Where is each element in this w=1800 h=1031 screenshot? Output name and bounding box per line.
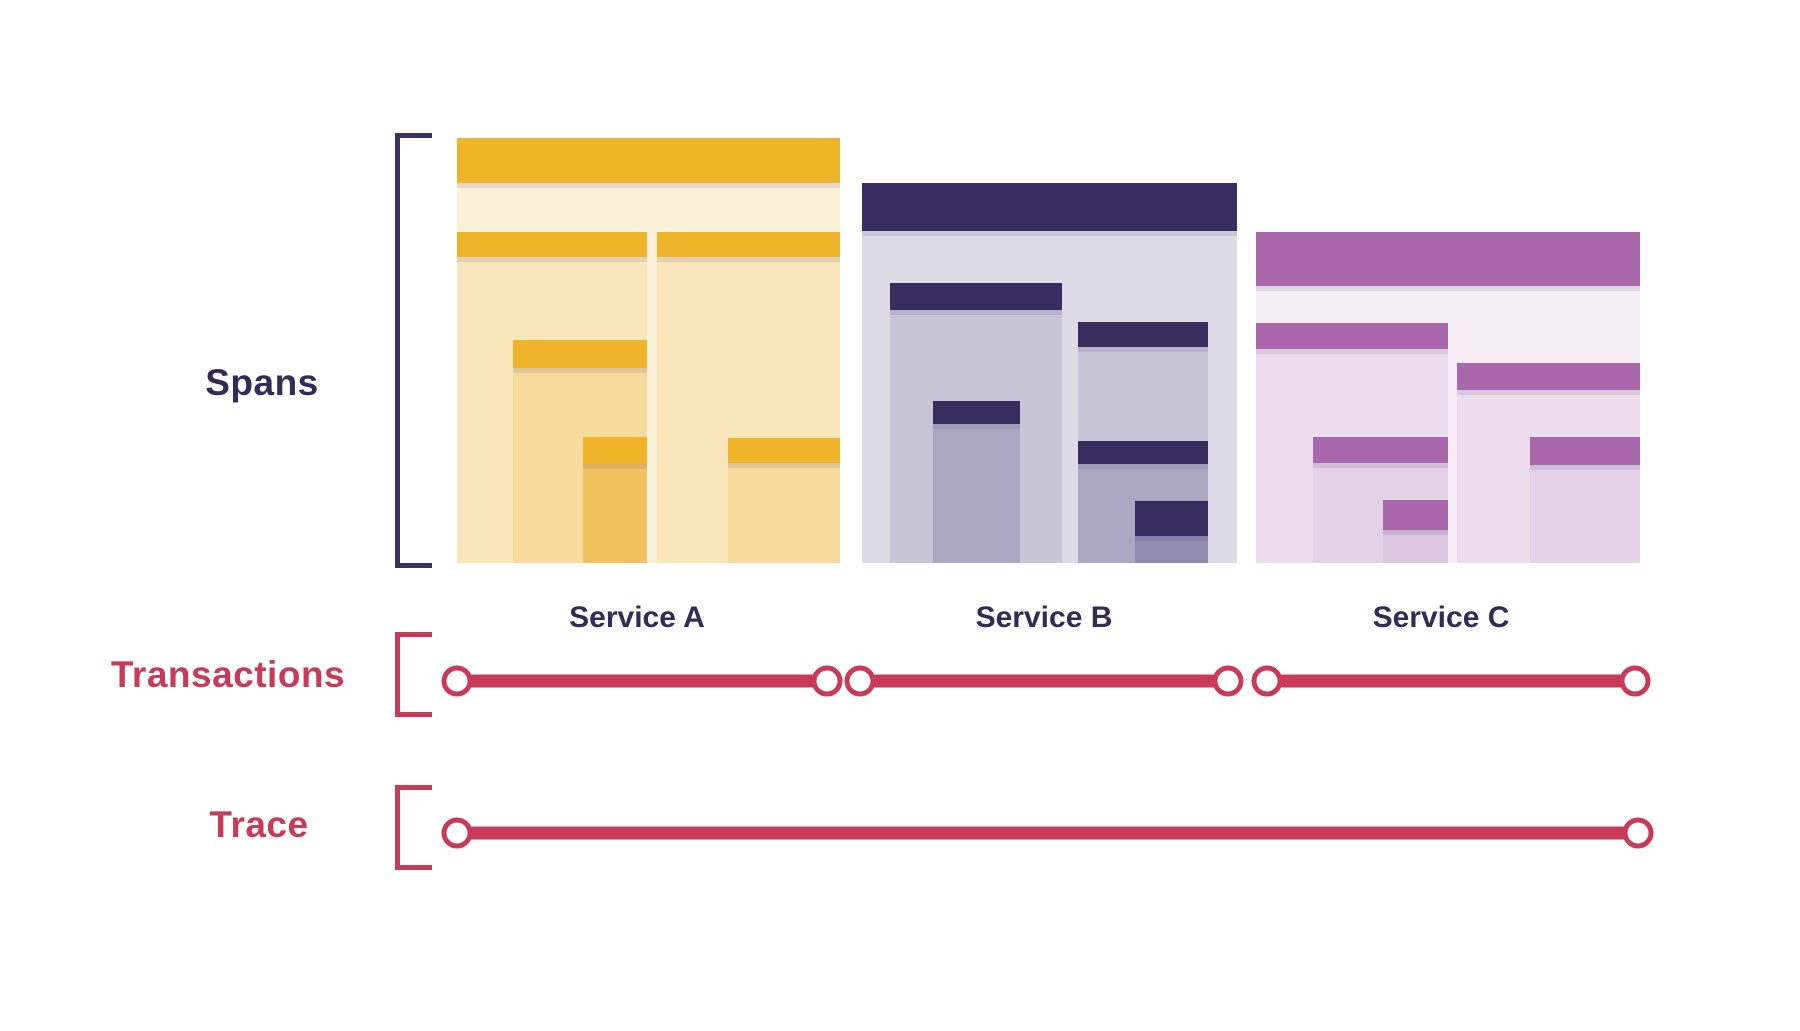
- span-header-depth1: [1256, 323, 1448, 349]
- span-body-depth2: [933, 424, 1020, 563]
- service-b-label: Service B: [975, 601, 1113, 634]
- span-header-depth3: [583, 437, 647, 464]
- transaction-1-end-endpoint: [811, 665, 843, 697]
- service-a-label: Service A: [569, 601, 705, 634]
- span-body-depth3: [1383, 530, 1448, 563]
- span-header-depth2: [933, 401, 1020, 424]
- transactions-label: Transactions: [110, 654, 346, 695]
- service-c-label: Service C: [1372, 601, 1510, 634]
- span-header-depth2: [728, 438, 840, 463]
- transaction-1-start-endpoint: [441, 665, 473, 697]
- trace-end-endpoint: [1622, 817, 1654, 849]
- transaction-3-start-endpoint: [1251, 665, 1283, 697]
- trace-bracket: [395, 785, 432, 870]
- transaction-2-end-endpoint: [1212, 665, 1244, 697]
- trace-start-endpoint: [441, 817, 473, 849]
- trace-line: [457, 826, 1638, 840]
- span-header-depth1: [1078, 322, 1208, 347]
- transaction-3-end-endpoint: [1619, 665, 1651, 697]
- transaction-1-line: [457, 674, 827, 688]
- span-header-depth2: [1530, 437, 1640, 465]
- span-header-depth3: [1135, 501, 1208, 536]
- span-body-depth2: [1530, 465, 1640, 563]
- spans-bracket: [395, 133, 432, 568]
- span-header-depth0: [457, 138, 840, 183]
- transactions-bracket: [395, 632, 432, 717]
- span-header-depth0: [1256, 232, 1640, 286]
- span-header-depth1: [1457, 363, 1640, 390]
- span-header-depth0: [862, 183, 1237, 231]
- trace-label: Trace: [209, 804, 309, 845]
- span-header-depth1: [890, 283, 1062, 310]
- spans-label: Spans: [205, 362, 319, 403]
- span-body-depth2: [728, 463, 840, 563]
- span-header-depth2: [513, 340, 647, 368]
- span-body-depth3: [1135, 536, 1208, 563]
- span-body-depth3: [583, 464, 647, 563]
- span-header-depth2: [1313, 437, 1448, 463]
- transaction-2-start-endpoint: [844, 665, 876, 697]
- span-header-depth1: [657, 232, 840, 257]
- span-header-depth2: [1078, 441, 1208, 464]
- span-header-depth3: [1383, 500, 1448, 530]
- span-header-depth1: [457, 232, 647, 257]
- transaction-2-line: [860, 674, 1228, 688]
- transaction-3-line: [1267, 674, 1635, 688]
